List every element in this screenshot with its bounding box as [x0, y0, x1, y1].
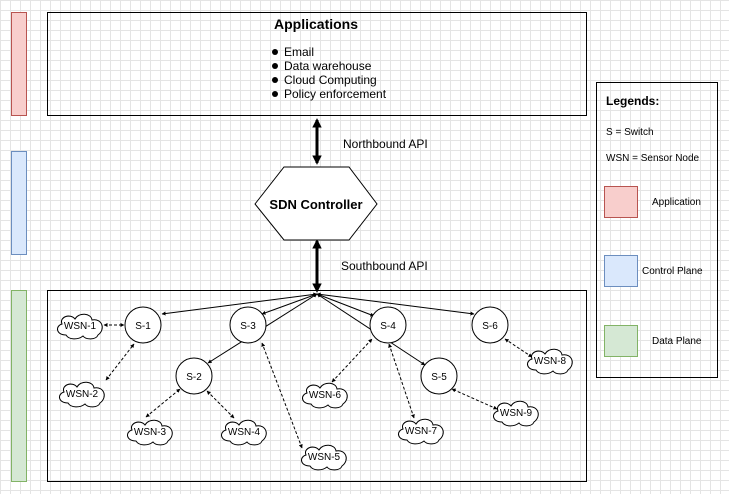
sensor-node-label: WSN-7: [405, 426, 438, 437]
sensor-node-cloud: WSN-8: [527, 348, 573, 375]
application-item: Policy enforcement: [270, 87, 386, 101]
link-wsn4-s2: [206, 390, 235, 419]
switch-node: S-2: [175, 357, 213, 395]
switch-node: S-1: [124, 306, 162, 344]
southbound-api-label: Southbound API: [341, 259, 428, 273]
legend-application-label: Application: [652, 197, 701, 208]
legend-control-plane-label: Control Plane: [642, 266, 703, 277]
link-controller-s6: [316, 292, 475, 316]
applications-box: [47, 12, 587, 116]
sdn-controller-label: SDN Controller: [269, 197, 362, 212]
link-wsn3-s2: [145, 388, 181, 418]
legend-sensor-definition: WSN = Sensor Node: [606, 153, 700, 164]
northbound-api-label: Northbound API: [343, 137, 428, 151]
legend-control-plane-swatch: [604, 255, 638, 287]
sensor-node-label: WSN-8: [534, 356, 567, 367]
sensor-links: [103, 323, 533, 449]
controller-switch-links: [161, 292, 475, 366]
sdn-controller-hexagon: [254, 166, 378, 241]
sensor-node-label: WSN-3: [134, 427, 167, 438]
switch-label: S-4: [380, 321, 396, 332]
switch-node: S-6: [471, 306, 509, 344]
sensor-node-cloud: WSN-3: [127, 419, 173, 446]
legend-application-swatch: [604, 186, 638, 218]
sensor-node-cloud: WSN-1: [57, 313, 103, 340]
application-item: Email: [270, 45, 386, 59]
application-item: Data warehouse: [270, 59, 386, 73]
control-plane-bar: [11, 151, 27, 255]
switch-label: S-3: [240, 321, 256, 332]
switch-node: S-4: [369, 306, 407, 344]
switch-label: S-6: [482, 321, 498, 332]
link-wsn2-s1: [105, 343, 135, 381]
applications-list: Email Data warehouse Cloud Computing Pol…: [270, 45, 386, 101]
sensor-node-cloud: WSN-6: [302, 382, 348, 409]
sensor-node-cloud: WSN-5: [301, 444, 347, 471]
link-wsn9-s5: [451, 388, 498, 410]
legend-box: [596, 82, 718, 378]
legend-data-plane-swatch: [604, 325, 638, 357]
link-wsn6-s4: [331, 338, 373, 383]
sensor-node-label: WSN-1: [64, 321, 97, 332]
sensor-node-cloud: WSN-7: [398, 418, 444, 445]
sensor-node-label: WSN-5: [308, 452, 341, 463]
link-wsn7-s4: [388, 343, 415, 419]
sensor-node-cloud: WSN-4: [221, 419, 267, 446]
legend-title: Legends:: [606, 94, 660, 108]
switch-node: S-5: [420, 357, 458, 395]
data-plane-bar: [11, 290, 27, 482]
link-wsn8-s6: [504, 338, 533, 358]
switch-label: S-5: [431, 372, 447, 383]
sensor-node-label: WSN-2: [66, 389, 99, 400]
sensor-node-cloud: WSN-2: [59, 381, 105, 408]
legend-switch-definition: S = Switch: [606, 127, 654, 138]
switch-node: S-3: [229, 306, 267, 344]
application-item: Cloud Computing: [270, 73, 386, 87]
link-wsn5-s3: [261, 342, 303, 449]
application-plane-bar: [11, 12, 27, 116]
sensor-node-cloud: WSN-9: [493, 400, 539, 427]
sensor-node-label: WSN-4: [228, 427, 261, 438]
switch-label: S-1: [135, 321, 151, 332]
switch-label: S-2: [186, 372, 202, 383]
legend-data-plane-label: Data Plane: [652, 336, 702, 347]
sensor-node-label: WSN-6: [309, 390, 342, 401]
applications-title: Applications: [274, 16, 359, 32]
sensor-node-label: WSN-9: [500, 408, 533, 419]
